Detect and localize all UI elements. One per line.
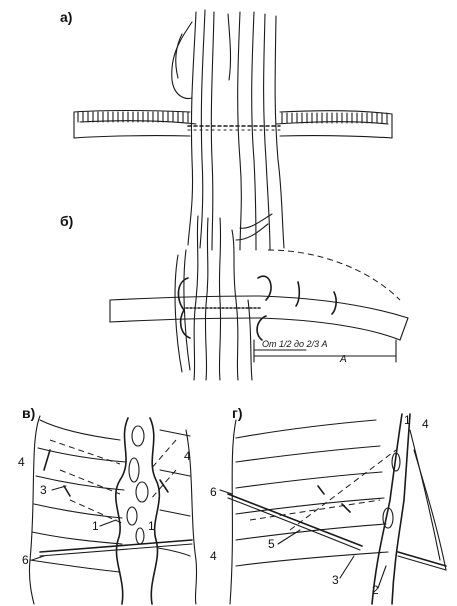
panel-g-callouts: 1 4 6 5 4 3 2: [210, 413, 429, 597]
dimension-short-label: От 1/2 до 2/3 А: [262, 339, 328, 349]
panel-b-guide-dikes: [177, 275, 337, 341]
panel-g-channel: [249, 413, 411, 605]
callout-1-left: 1: [92, 519, 99, 533]
panel-v-label: в): [22, 405, 35, 421]
callout-5: 5: [268, 537, 275, 551]
panel-a-road-embankment: [73, 109, 393, 139]
panel-g-label: г): [232, 405, 243, 421]
callout-3: 3: [40, 483, 47, 497]
panel-b-road-embankment: [109, 249, 409, 341]
callout-3: 3: [332, 573, 339, 587]
callout-6: 6: [22, 553, 29, 567]
panel-v-contours: [28, 415, 198, 605]
panel-b-dimensions: От 1/2 до 2/3 А А: [253, 339, 397, 365]
callout-4-top: 4: [422, 417, 429, 431]
callout-6: 6: [210, 485, 217, 499]
panel-b: б): [60, 213, 409, 381]
panel-b-stream-lines: [174, 213, 273, 381]
callout-4-left: 4: [18, 455, 25, 469]
panel-v: в): [18, 405, 198, 605]
panel-a-stream-lines: [171, 9, 285, 251]
panel-g: г) 1: [210, 405, 447, 605]
panel-a: а): [60, 9, 393, 251]
panel-v-callouts: 4 4 3 1 1 6: [18, 449, 191, 567]
dimension-long-label: А: [339, 354, 347, 365]
panel-v-channel: [115, 417, 161, 605]
callout-4-bottom: 4: [210, 549, 217, 563]
callout-4-right: 4: [184, 449, 191, 463]
callout-1: 1: [404, 413, 411, 427]
callout-2: 2: [372, 583, 379, 597]
panel-v-spur-dikes: [39, 439, 193, 557]
callout-1-right: 1: [148, 519, 155, 533]
panel-b-label: б): [60, 213, 73, 229]
panel-g-training-dike: [227, 485, 447, 571]
panel-a-label: а): [60, 9, 72, 25]
